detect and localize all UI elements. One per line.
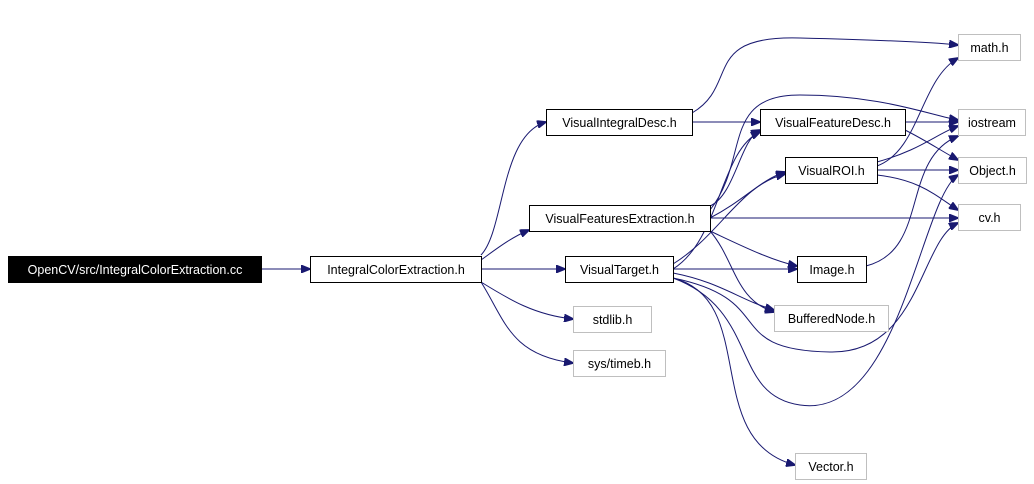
node-bn[interactable]: BufferedNode.h (774, 305, 889, 332)
edge-vroi-to-iostream (876, 126, 958, 163)
edge-ice-to-stdlib (480, 281, 573, 319)
node-label: IntegralColorExtraction.h (327, 263, 465, 277)
node-root[interactable]: OpenCV/src/IntegralColorExtraction.cc (8, 256, 262, 283)
node-timeb[interactable]: sys/timeb.h (573, 350, 666, 377)
node-box (958, 157, 1027, 184)
node-ice[interactable]: IntegralColorExtraction.h (310, 256, 482, 283)
node-box (958, 34, 1021, 61)
edge-image-to-iostream (865, 136, 958, 267)
node-stdlib[interactable]: stdlib.h (573, 306, 652, 333)
node-label: Vector.h (808, 460, 853, 474)
node-box (795, 453, 867, 480)
node-box (797, 256, 867, 283)
node-label: OpenCV/src/IntegralColorExtraction.cc (28, 263, 243, 277)
node-object[interactable]: Object.h (958, 157, 1027, 184)
node-cv[interactable]: cv.h (958, 204, 1021, 231)
node-box (573, 350, 666, 377)
node-box (958, 204, 1021, 231)
node-image[interactable]: Image.h (797, 256, 867, 283)
edge-ice-to-timeb (480, 281, 573, 363)
nodes-layer: OpenCV/src/IntegralColorExtraction.cc Int… (8, 34, 1027, 480)
node-vfe[interactable]: VisualFeaturesExtraction.h (529, 205, 711, 232)
node-box (958, 109, 1026, 136)
node-box (565, 256, 674, 283)
node-label: math.h (970, 41, 1008, 55)
edge-vt-to-object (672, 175, 958, 407)
node-label: VisualIntegralDesc.h (562, 116, 676, 130)
node-vector[interactable]: Vector.h (795, 453, 867, 480)
node-box (529, 205, 711, 232)
edges-layer (261, 37, 958, 465)
node-label: sys/timeb.h (588, 357, 651, 371)
node-label: VisualROI.h (798, 164, 865, 178)
edge-vt-to-cv (672, 223, 958, 353)
edge-vid-to-math (691, 37, 958, 114)
node-vroi[interactable]: VisualROI.h (785, 157, 878, 184)
node-box (310, 256, 482, 283)
node-label: VisualTarget.h (580, 263, 659, 277)
node-label: VisualFeaturesExtraction.h (545, 212, 694, 226)
edge-vfe-to-iostream (709, 94, 958, 211)
node-label: BufferedNode.h (788, 312, 875, 326)
edge-vfe-to-bn (709, 230, 774, 312)
node-math[interactable]: math.h (958, 34, 1021, 61)
edge-vt-to-vroi (672, 174, 785, 265)
node-box (760, 109, 906, 136)
node-vfd[interactable]: VisualFeatureDesc.h (760, 109, 906, 136)
edge-vfe-to-vfd (709, 130, 760, 207)
edge-vfe-to-image (709, 230, 797, 266)
node-box (785, 157, 878, 184)
node-label: iostream (968, 116, 1016, 130)
node-iostream[interactable]: iostream (958, 109, 1026, 136)
node-label: Object.h (969, 164, 1016, 178)
node-box (8, 256, 262, 283)
edge-vroi-to-cv (876, 174, 958, 210)
node-label: stdlib.h (593, 313, 633, 327)
node-vt[interactable]: VisualTarget.h (565, 256, 674, 283)
edge-vfd-to-object (904, 129, 958, 160)
edge-vt-to-bn (672, 272, 774, 310)
node-box (774, 305, 889, 332)
node-box (546, 109, 693, 136)
edge-vt-to-vfd (672, 132, 760, 270)
node-box (573, 306, 652, 333)
edge-ice-to-vid (480, 122, 546, 256)
node-label: cv.h (979, 211, 1001, 225)
node-label: VisualFeatureDesc.h (775, 116, 891, 130)
node-label: Image.h (809, 263, 854, 277)
node-vid[interactable]: VisualIntegralDesc.h (546, 109, 693, 136)
edge-ice-to-vfe (480, 230, 529, 261)
